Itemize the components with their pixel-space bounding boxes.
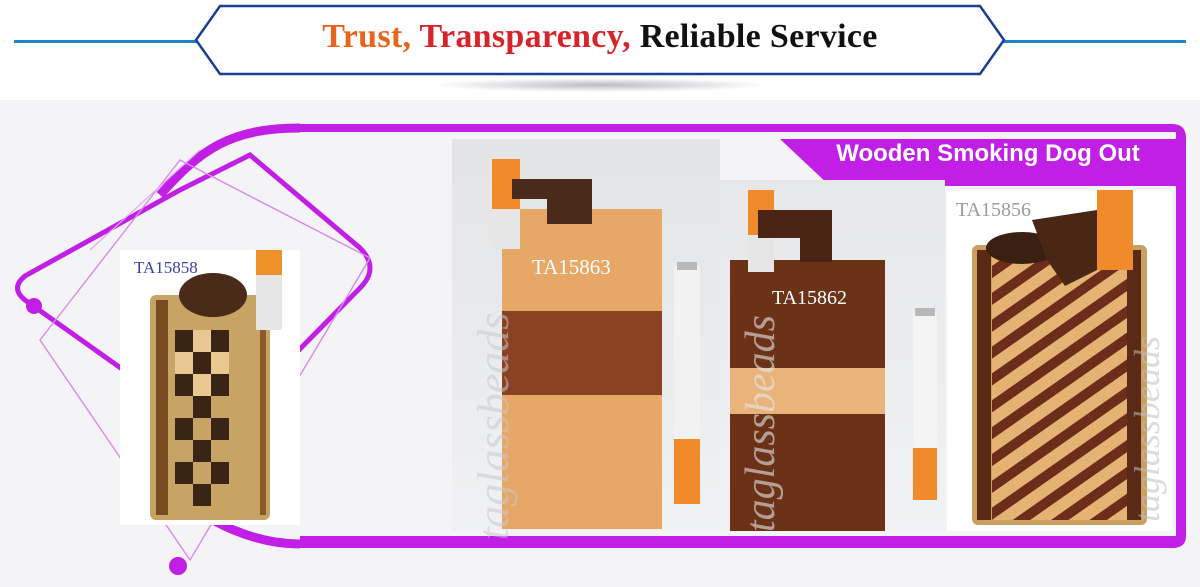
product-code-ta15862: TA15862 (772, 287, 848, 309)
banner-word-reliable: Reliable Service (630, 18, 878, 55)
product-image-walnut-box (730, 190, 937, 531)
banner-line-left (14, 40, 200, 43)
product-image-checker-box (150, 250, 282, 520)
watermark-1: taglassbeads (268, 364, 301, 520)
product-image-diagonal-box (972, 190, 1147, 525)
banner-word-trust: Trust, (322, 18, 412, 55)
banner-word-transparency: Transparency, (411, 18, 631, 55)
banner-title: Trust, Transparency, Reliable Service (200, 18, 1000, 56)
watermark-4: taglassbeads (1127, 335, 1167, 522)
watermark-3: taglassbeads (738, 314, 784, 532)
product-image-striped-box (492, 159, 700, 529)
top-banner: Trust, Transparency, Reliable Service (0, 0, 1200, 100)
banner-ribbon (194, 4, 1006, 76)
section-label: Wooden Smoking Dog Out (836, 140, 1140, 167)
watermark-2: taglassbeads (469, 312, 518, 540)
banner-line-right (1002, 40, 1186, 43)
product-code-ta15856: TA15856 (956, 199, 1032, 221)
product-photo-ta15863 (452, 139, 720, 531)
banner-shadow (430, 78, 770, 92)
product-photo-ta15862 (720, 180, 945, 531)
product-photo-ta15856 (947, 190, 1172, 531)
product-code-ta15863: TA15863 (532, 255, 611, 279)
product-code-ta15858: TA15858 (134, 258, 198, 277)
product-photo-ta15858 (120, 250, 300, 525)
